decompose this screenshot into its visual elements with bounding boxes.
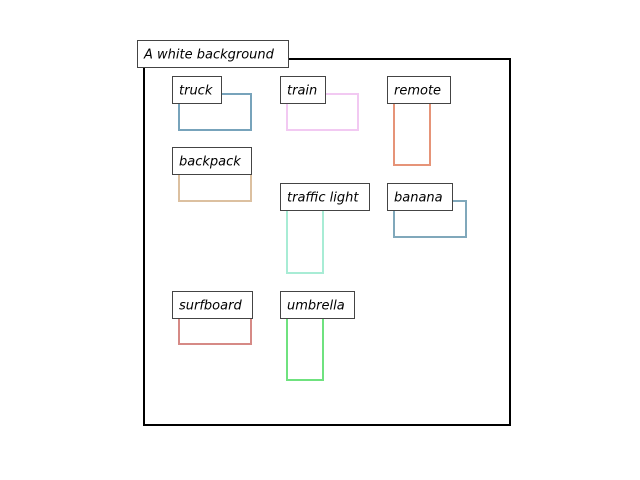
object-banana: banana xyxy=(387,183,467,238)
object-surfboard: surfboard xyxy=(172,291,253,345)
traffic-light-label-box xyxy=(280,183,370,211)
remote-box xyxy=(393,93,431,166)
train-label-box xyxy=(280,76,326,104)
umbrella-label: umbrella xyxy=(287,299,345,314)
remote-label: remote xyxy=(394,84,441,99)
banana-label-box xyxy=(387,183,453,211)
umbrella-label-box xyxy=(280,291,355,319)
object-backpack: backpack xyxy=(172,147,252,202)
surfboard-label: surfboard xyxy=(179,299,242,314)
banana-label: banana xyxy=(394,191,443,206)
object-traffic-light: traffic light xyxy=(280,183,370,274)
object-remote: remote xyxy=(387,76,451,166)
truck-label-box xyxy=(172,76,222,104)
background-label-text: A white background xyxy=(143,48,275,63)
surfboard-label-box xyxy=(172,291,253,319)
object-train: train xyxy=(280,76,359,131)
remote-label-box xyxy=(387,76,451,104)
traffic-light-box xyxy=(286,200,324,274)
backpack-label: backpack xyxy=(179,155,241,170)
train-label: train xyxy=(287,84,317,99)
background-label-box xyxy=(137,40,289,68)
background-label: A white background xyxy=(137,40,289,68)
canvas-frame xyxy=(143,58,511,426)
traffic-light-label: traffic light xyxy=(287,191,359,206)
object-truck: truck xyxy=(172,76,252,131)
backpack-label-box xyxy=(172,147,252,175)
object-umbrella: umbrella xyxy=(280,291,355,381)
truck-label: truck xyxy=(179,84,213,99)
